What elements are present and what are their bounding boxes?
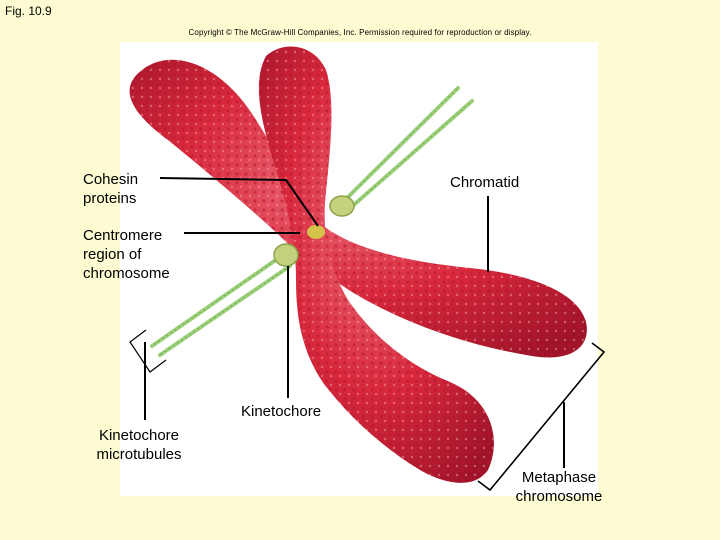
bracket-metaphase xyxy=(477,342,606,492)
label-cohesin-proteins: Cohesin proteins xyxy=(83,171,139,207)
label-chromatid: Chromatid xyxy=(450,174,520,191)
kinetochore-upper xyxy=(329,195,355,217)
leader-lines xyxy=(144,177,565,468)
figure-number: Fig. 10.9 xyxy=(5,4,52,18)
microtubules-lower xyxy=(150,253,292,357)
copyright-notice: Copyright © The McGraw-Hill Companies, I… xyxy=(188,28,532,37)
cohesin-proteins xyxy=(307,225,325,239)
label-centromere-region: Centromere region of chromosome xyxy=(83,227,170,282)
kinetochore-lower xyxy=(273,243,299,267)
label-kinetochore: Kinetochore xyxy=(241,403,322,420)
label-metaphase-chromosome: Metaphase chromosome xyxy=(515,469,603,505)
bracket-microtubules xyxy=(129,329,167,373)
label-kinetochore-microtubules: Kinetochore microtubules xyxy=(96,427,182,463)
